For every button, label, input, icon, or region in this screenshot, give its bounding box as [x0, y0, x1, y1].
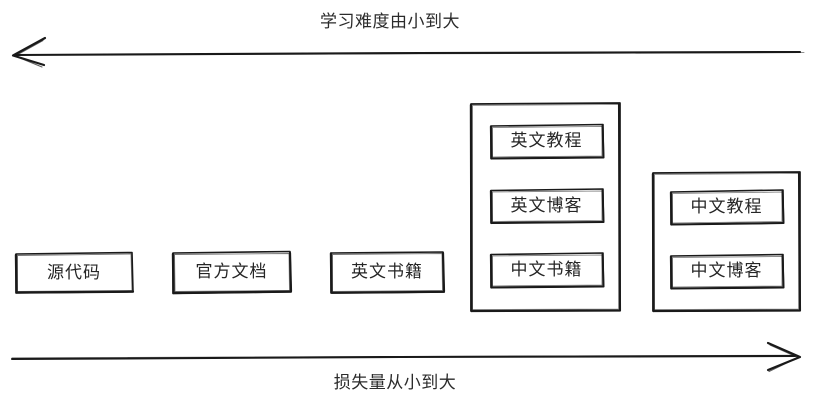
node-source-code[interactable]: 源代码: [15, 252, 133, 293]
node-label-chinese-blog: 中文博客: [690, 261, 763, 281]
node-label-official-docs: 官方文档: [195, 262, 268, 282]
top-axis-arrow: [11, 36, 805, 68]
node-label-source-code: 源代码: [47, 262, 101, 283]
node-chinese-blog[interactable]: 中文博客: [670, 254, 783, 288]
node-label-english-tutorial: 英文教程: [510, 131, 583, 151]
node-official-docs[interactable]: 官方文档: [172, 251, 291, 293]
bottom-axis-label: 损失量从小到大: [333, 373, 457, 393]
node-chinese-books[interactable]: 中文书籍: [490, 253, 603, 287]
node-chinese-tutorial[interactable]: 中文教程: [670, 190, 783, 224]
node-label-chinese-books: 中文书籍: [510, 260, 583, 280]
node-label-chinese-tutorial: 中文教程: [690, 197, 763, 217]
node-english-blog[interactable]: 英文博客: [490, 189, 603, 223]
node-english-tutorial[interactable]: 英文教程: [490, 124, 603, 158]
top-axis-label: 学习难度由小到大: [320, 12, 460, 32]
bottom-axis-arrow: [10, 341, 802, 373]
node-english-books[interactable]: 英文书籍: [330, 251, 444, 293]
node-label-english-blog: 英文博客: [510, 196, 583, 216]
node-label-english-books: 英文书籍: [351, 262, 423, 282]
